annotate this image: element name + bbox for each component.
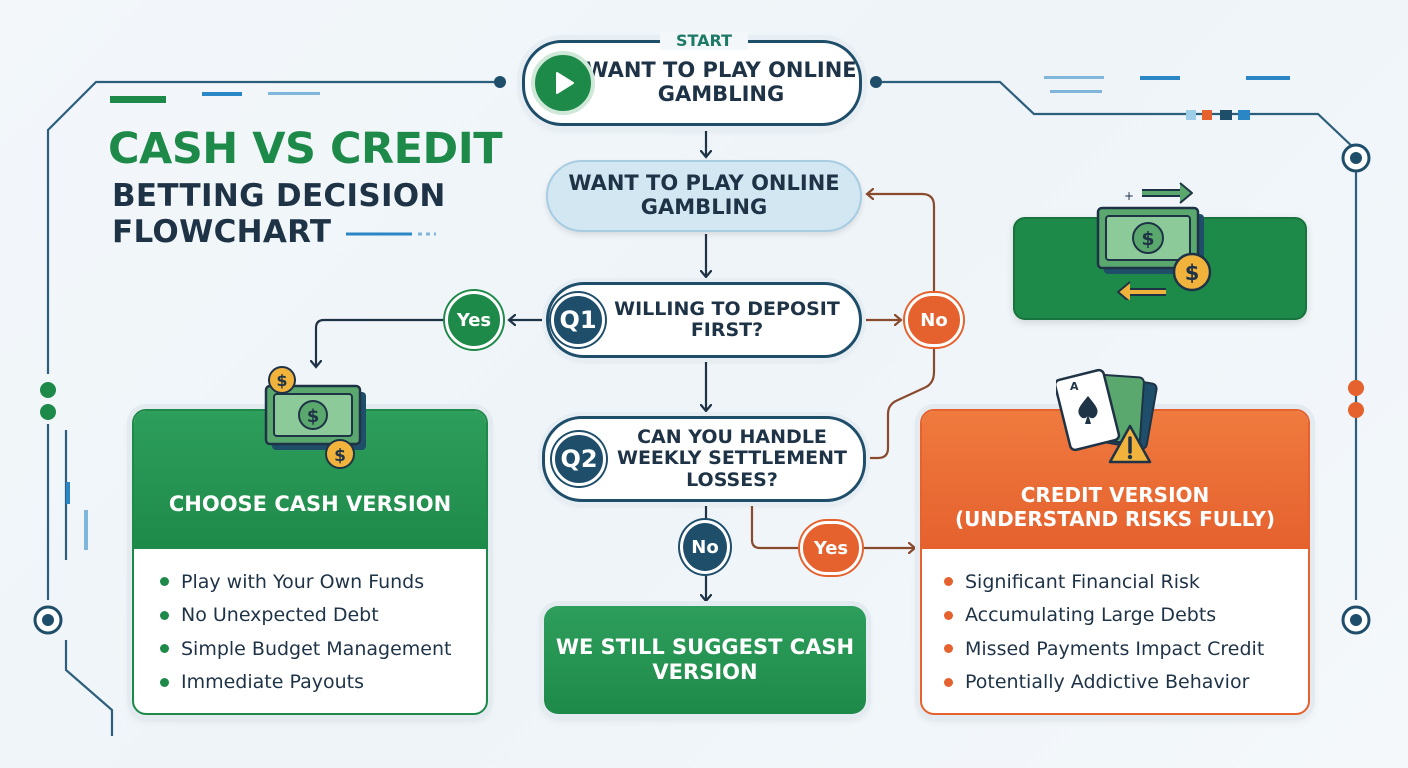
gambling-step-node: WANT TO PLAY ONLINE GAMBLING	[546, 160, 862, 232]
list-item: Play with Your Own Funds	[134, 565, 486, 599]
flowchart-title: CASH VS CREDIT	[108, 124, 503, 174]
svg-text:+: +	[1124, 189, 1134, 203]
q1-yes-badge: Yes	[445, 291, 503, 349]
branch-arrows	[750, 194, 936, 548]
list-item: Simple Budget Management	[134, 632, 486, 666]
playing-cards-warning-icon: A	[1056, 368, 1158, 464]
right-bars-decoration	[1044, 76, 1290, 120]
svg-text:$: $	[334, 446, 346, 466]
svg-text:$: $	[307, 406, 320, 427]
q1-no-badge: No	[905, 293, 963, 347]
svg-text:A: A	[1070, 380, 1079, 393]
list-item: Missed Payments Impact Credit	[922, 632, 1308, 666]
credit-card-title-line2: (UNDERSTAND RISKS FULLY)	[954, 507, 1276, 531]
svg-text:$: $	[276, 371, 287, 390]
flowchart-subtitle-line1: BETTING DECISION	[112, 178, 446, 214]
list-item: No Unexpected Debt	[134, 599, 486, 633]
left-bars-decoration	[66, 92, 320, 550]
q2-tag: Q2	[552, 432, 606, 486]
list-item: Immediate Payouts	[134, 666, 486, 700]
cash-version-card: CHOOSE CASH VERSION Play with Your Own F…	[132, 409, 488, 715]
flowchart-subtitle-line2: FLOWCHART	[112, 214, 332, 250]
credit-risks-list: Significant Financial Risk Accumulating …	[922, 565, 1308, 699]
credit-card-title-line1: CREDIT VERSION	[1020, 483, 1210, 507]
start-label: START	[660, 32, 748, 50]
list-item: Potentially Addictive Behavior	[922, 666, 1308, 700]
cash-icon: $ $ $	[264, 366, 366, 469]
svg-text:$: $	[1141, 228, 1154, 250]
cash-benefits-list: Play with Your Own Funds No Unexpected D…	[134, 565, 486, 699]
suggest-cash-node: WE STILL SUGGEST CASH VERSION	[544, 606, 866, 714]
money-exchange-icon: + $ $	[1096, 182, 1212, 300]
q2-yes-badge: Yes	[800, 521, 862, 575]
main-flow-arrows	[316, 128, 706, 600]
q2-no-badge: No	[680, 520, 730, 574]
svg-text:$: $	[1185, 261, 1200, 285]
list-item: Significant Financial Risk	[922, 565, 1308, 599]
play-icon	[531, 51, 595, 115]
list-item: Accumulating Large Debts	[922, 599, 1308, 633]
q1-tag: Q1	[551, 293, 605, 347]
